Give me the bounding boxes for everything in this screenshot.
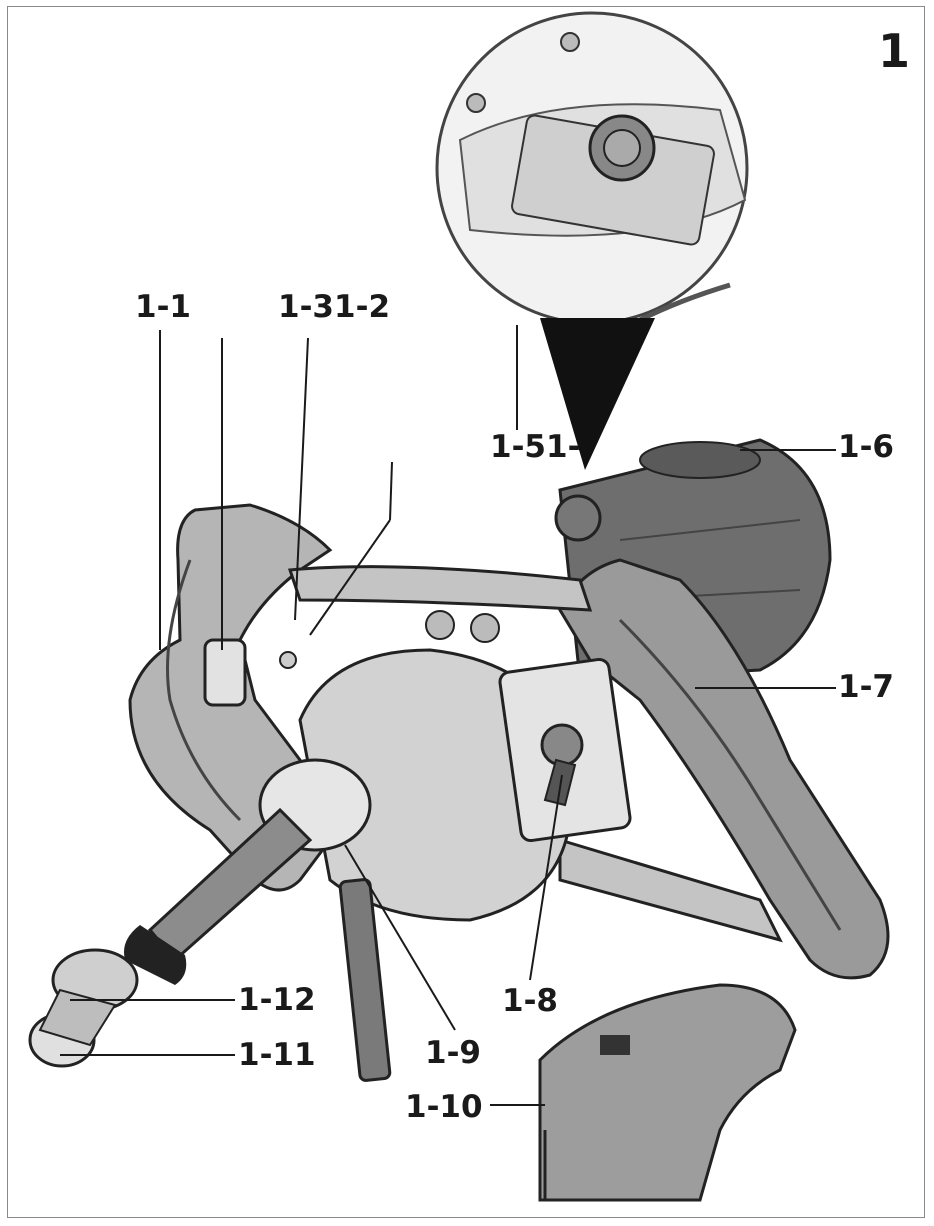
callout-1-11: 1-11 bbox=[238, 1037, 316, 1073]
leader-1-3 bbox=[389, 461, 393, 521]
callout-1-10: 1-10 bbox=[405, 1089, 483, 1125]
callout-1-6: 1-6 bbox=[838, 429, 895, 465]
leader-lines bbox=[60, 325, 836, 1106]
leader-1-8 bbox=[529, 774, 563, 981]
spindle-assembly bbox=[28, 758, 392, 1082]
trigger-switch bbox=[203, 638, 247, 707]
figure-number: 1 bbox=[878, 24, 911, 78]
protective-cover bbox=[538, 983, 797, 1202]
zoom-cone bbox=[540, 318, 655, 470]
right-handle bbox=[558, 558, 890, 980]
callout-1-7: 1-7 bbox=[838, 669, 895, 705]
callout-1-31-2: 1-31-2 bbox=[278, 289, 391, 325]
callout-1-8: 1-8 bbox=[502, 983, 559, 1019]
leader-1-3b bbox=[309, 519, 391, 636]
leader-1-2 bbox=[294, 337, 309, 621]
gearbox-body bbox=[298, 610, 632, 922]
callout-1-51: 1-51- bbox=[490, 429, 581, 465]
callout-1-1: 1-1 bbox=[135, 289, 192, 325]
gear-selector bbox=[540, 723, 584, 767]
detail-inset bbox=[435, 11, 749, 325]
leader-1-9 bbox=[344, 844, 456, 1031]
speed-dial bbox=[554, 494, 602, 542]
callout-1-9: 1-9 bbox=[425, 1035, 482, 1071]
callout-1-12: 1-12 bbox=[238, 982, 316, 1018]
